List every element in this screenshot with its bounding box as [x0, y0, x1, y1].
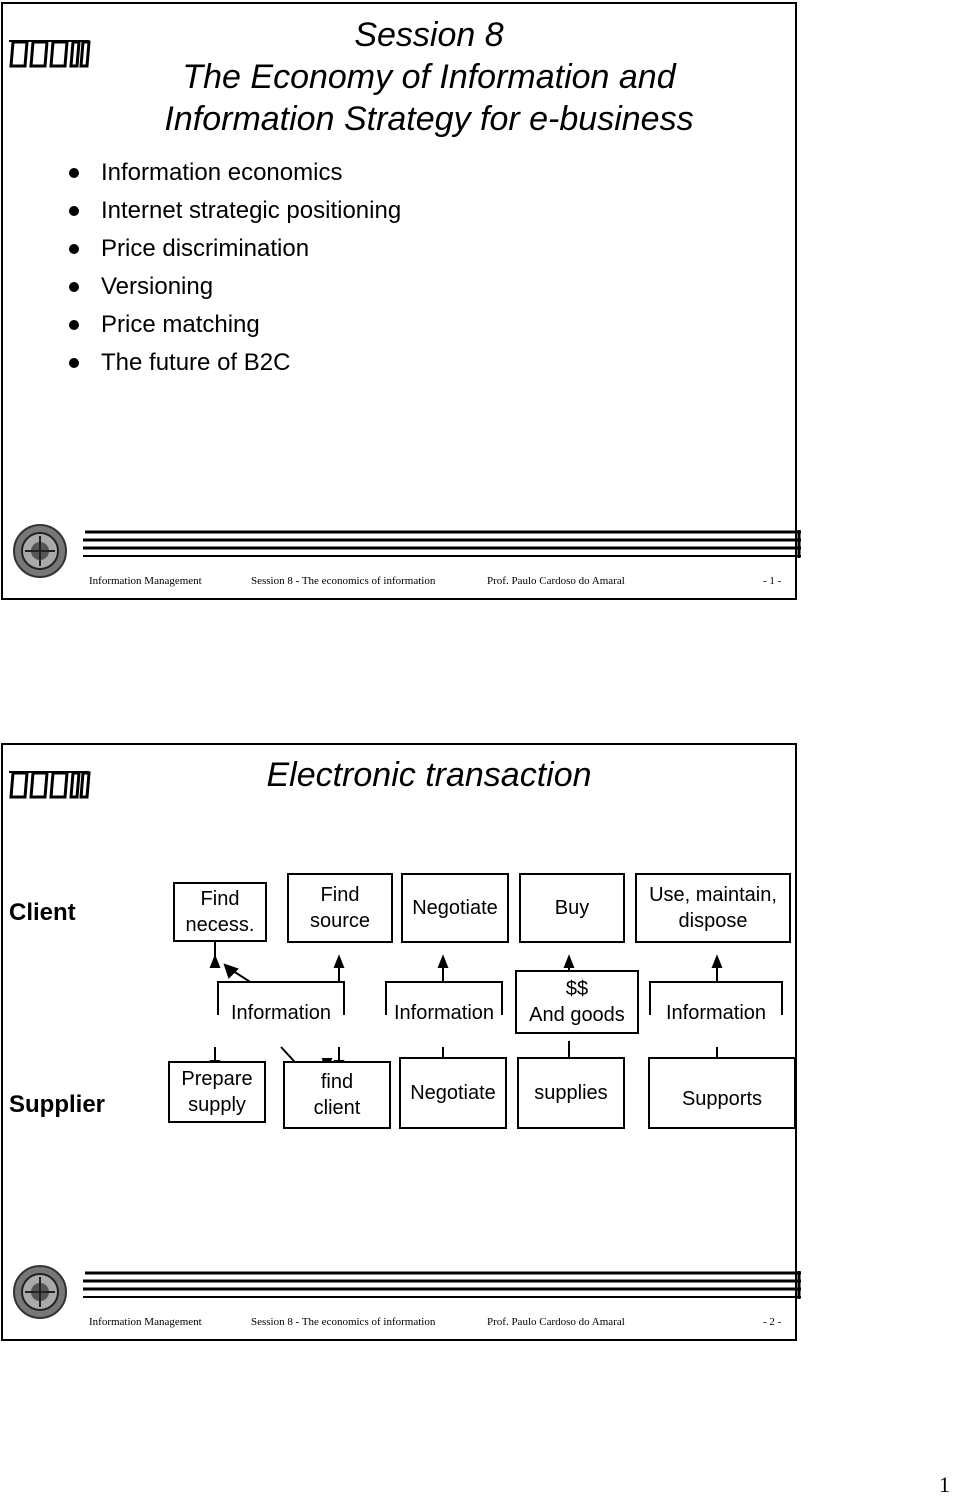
step-line: Buy — [554, 897, 590, 919]
slide-1: Session 8 The Economy of Information and… — [1, 2, 801, 600]
client-step-negotiate: Negotiate — [401, 873, 509, 943]
client-step-use: Use, maintain, dispose — [635, 873, 791, 943]
client-step-buy: Buy — [519, 873, 625, 943]
exchange-information-2: Information — [385, 981, 503, 1024]
supplier-step-supplies: supplies — [517, 1057, 625, 1129]
supplier-step-negotiate: Negotiate — [399, 1057, 507, 1129]
topic-list: Information economics Internet strategic… — [65, 154, 401, 382]
slide-footer: Information Management Session 8 - The e… — [3, 518, 801, 598]
footer-author: Prof. Paulo Cardoso do Amaral — [487, 1316, 625, 1328]
footer-author: Prof. Paulo Cardoso do Amaral — [487, 575, 625, 587]
slide-footer: Information Management Session 8 - The e… — [3, 1259, 801, 1339]
slide-2: Electronic transaction Client Supplier F… — [1, 743, 801, 1341]
exchange-line: $$ — [565, 978, 589, 1000]
step-line: Supports — [681, 1088, 763, 1110]
university-logo-icon — [9, 771, 91, 799]
footer-rule-icon — [83, 1271, 801, 1299]
step-line: supply — [188, 1094, 246, 1116]
supplier-step-prepare-supply: Prepare supply — [168, 1061, 266, 1123]
step-line: necess. — [185, 914, 255, 936]
list-item: Internet strategic positioning — [65, 192, 401, 230]
title-line-1: Session 8 — [354, 16, 504, 54]
step-line: Find — [320, 884, 360, 906]
step-line: Prepare — [181, 1068, 253, 1090]
footer-session: Session 8 - The economics of information — [251, 575, 436, 587]
client-label: Client — [9, 899, 76, 926]
supplier-label: Supplier — [9, 1091, 106, 1118]
step-line: dispose — [678, 910, 748, 932]
flow-arrows-icon — [209, 939, 723, 1098]
exchange-information-1: Information — [217, 981, 345, 1024]
title-line-2: The Economy of Information and — [182, 58, 676, 96]
footer-page: - 2 - — [763, 1316, 782, 1328]
exchange-line: And goods — [529, 1004, 625, 1026]
step-line: source — [309, 910, 371, 932]
list-item: Information economics — [65, 154, 401, 192]
list-item: Versioning — [65, 268, 401, 306]
step-line: Negotiate — [410, 1082, 496, 1104]
exchange-line: Information — [230, 1002, 332, 1024]
step-line: Find — [200, 888, 240, 910]
page-number: 1 — [939, 1472, 950, 1497]
client-step-find-source: Find source — [287, 873, 393, 943]
client-step-find-need: Find necess. — [173, 882, 267, 942]
footer-course: Information Management — [89, 575, 202, 587]
step-line: client — [313, 1097, 361, 1119]
footer-course: Information Management — [89, 1316, 202, 1328]
exchange-line: Information — [665, 1002, 767, 1024]
university-seal-icon — [13, 1265, 67, 1319]
slide-title: Electronic transaction — [266, 756, 592, 794]
university-seal-icon — [13, 524, 67, 578]
list-item: The future of B2C — [65, 344, 401, 382]
step-line: Use, maintain, — [649, 884, 777, 906]
exchange-money-goods: $$ And goods — [515, 970, 639, 1034]
step-line: supplies — [534, 1082, 608, 1104]
slide-title: Session 8 The Economy of Information and… — [3, 14, 795, 140]
title-line-3: Information Strategy for e-business — [164, 100, 694, 138]
step-line: Negotiate — [412, 897, 498, 919]
supplier-step-supports: Supports — [648, 1057, 796, 1129]
list-item: Price discrimination — [65, 230, 401, 268]
supplier-step-find-client: find client — [283, 1061, 391, 1129]
footer-rule-icon — [83, 530, 801, 558]
list-item: Price matching — [65, 306, 401, 344]
exchange-information-3: Information — [649, 981, 783, 1024]
university-logo-icon — [9, 40, 91, 68]
footer-page: - 1 - — [763, 575, 782, 587]
footer-session: Session 8 - The economics of information — [251, 1316, 436, 1328]
exchange-line: Information — [393, 1002, 495, 1024]
step-line: find — [320, 1071, 354, 1093]
